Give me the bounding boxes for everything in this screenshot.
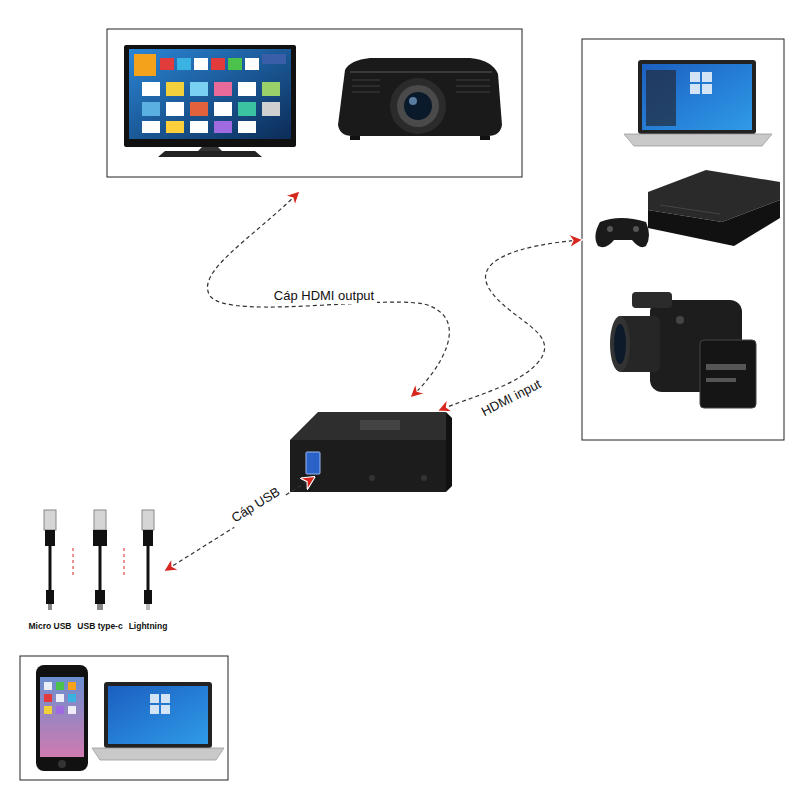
camcorder (610, 292, 756, 408)
gamepad (595, 218, 649, 247)
connector-label: USB type-c (77, 622, 122, 632)
cable-label: HDMI input (477, 374, 548, 421)
laptop (92, 682, 224, 760)
connector-label: Lightning (129, 622, 168, 632)
output-panel (107, 29, 522, 177)
hdmi-output-cable (207, 193, 449, 396)
cable-label: Cáp HDMI output (271, 288, 377, 305)
usb-cable (166, 478, 313, 570)
hdmi-input-cable (440, 240, 580, 410)
connector-label: Micro USB (29, 622, 72, 632)
cable-label: Cáp USB (226, 482, 286, 528)
usb-host-panel (20, 656, 228, 780)
input-panel (582, 39, 784, 440)
cable-runs (166, 193, 580, 570)
laptop (624, 60, 772, 146)
usb-cables (44, 510, 154, 610)
game-console (648, 170, 780, 246)
smart-tv (124, 45, 296, 157)
hdmi-capture-device (290, 412, 452, 492)
smartphone (36, 665, 88, 771)
projector (338, 58, 502, 140)
